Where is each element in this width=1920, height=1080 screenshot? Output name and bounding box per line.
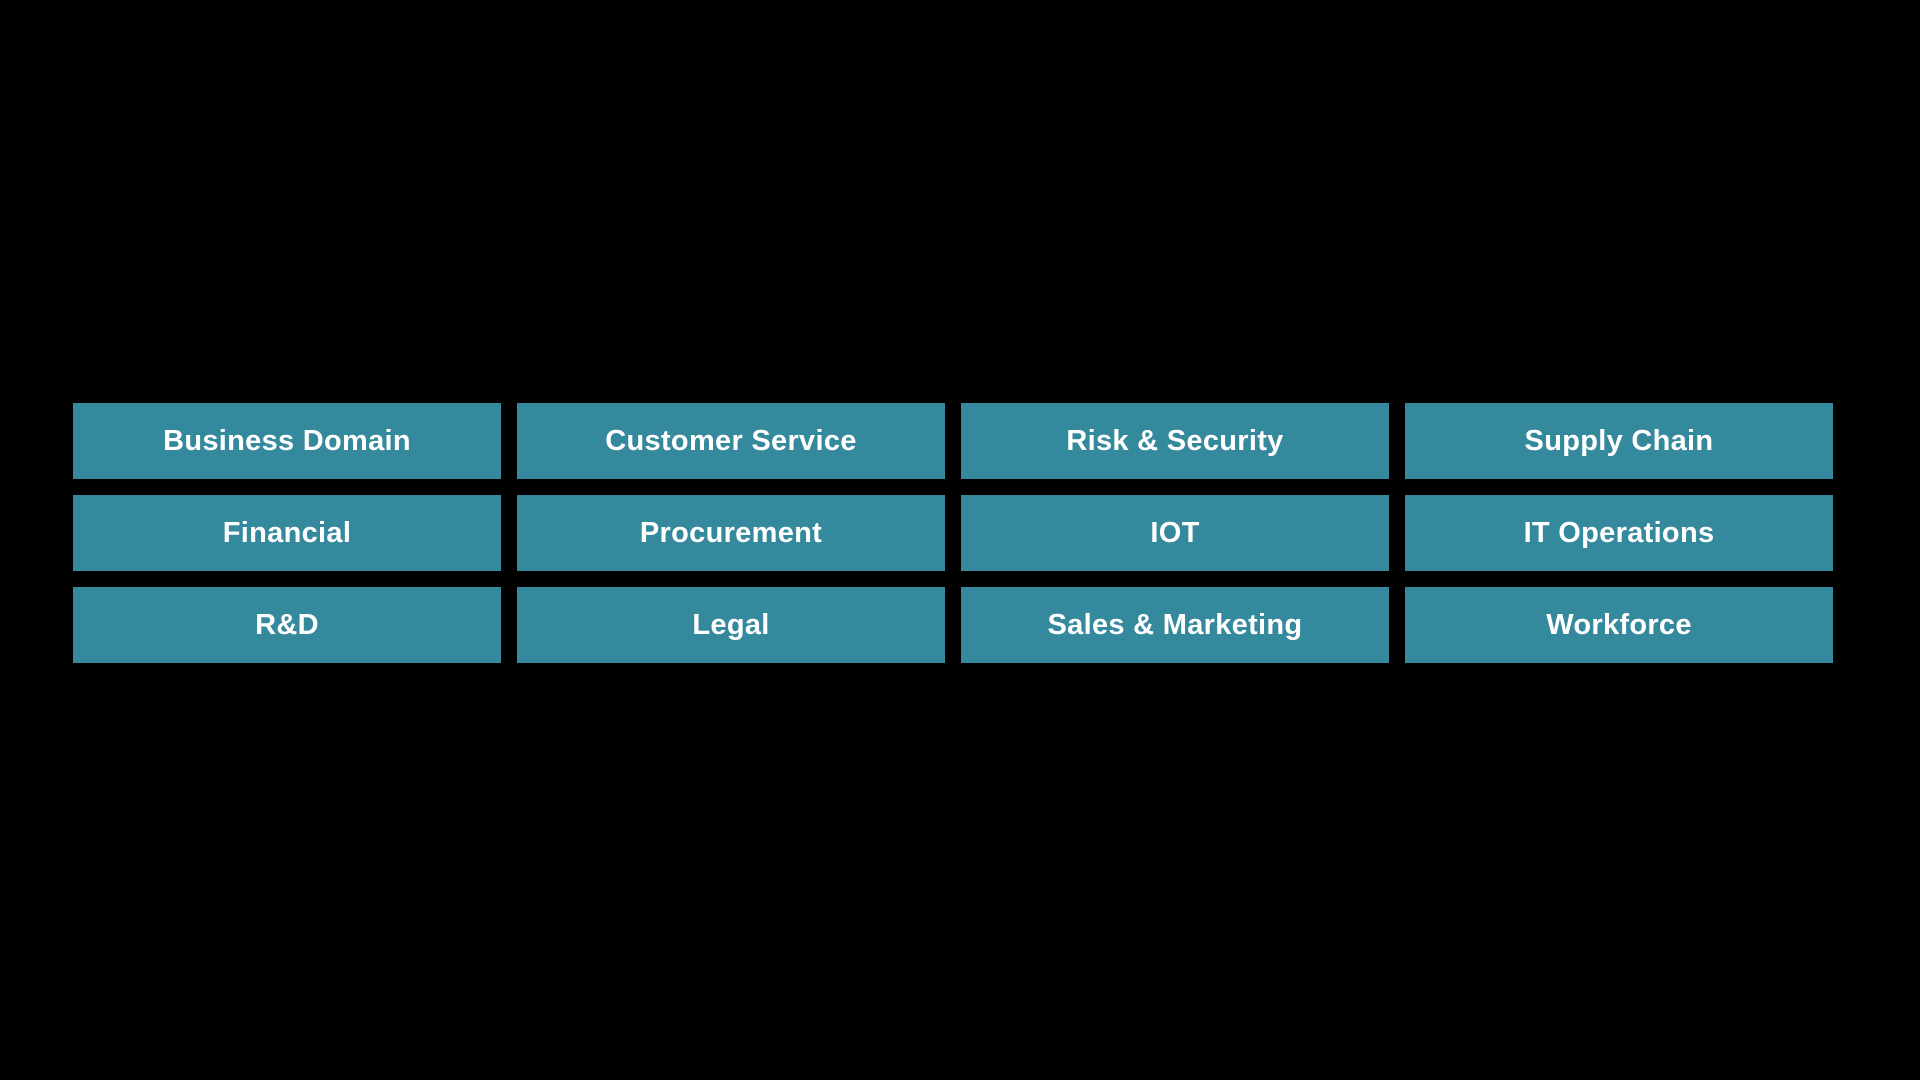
button-label: Legal <box>692 608 770 641</box>
button-financial[interactable]: Financial <box>73 495 501 571</box>
button-supply-chain[interactable]: Supply Chain <box>1405 403 1833 479</box>
button-sales-marketing[interactable]: Sales & Marketing <box>961 587 1389 663</box>
button-label: Risk & Security <box>1066 424 1284 457</box>
button-procurement[interactable]: Procurement <box>517 495 945 571</box>
button-iot[interactable]: IOT <box>961 495 1389 571</box>
button-legal[interactable]: Legal <box>517 587 945 663</box>
button-label: Sales & Marketing <box>1047 608 1303 641</box>
button-label: Supply Chain <box>1524 424 1714 457</box>
button-label: IOT <box>1150 516 1200 549</box>
button-rd[interactable]: R&D <box>73 587 501 663</box>
button-label: Business Domain <box>163 424 411 457</box>
button-label: R&D <box>255 608 319 641</box>
button-customer-service[interactable]: Customer Service <box>517 403 945 479</box>
button-workforce[interactable]: Workforce <box>1405 587 1833 663</box>
button-label: Customer Service <box>605 424 857 457</box>
button-label: IT Operations <box>1523 516 1715 549</box>
button-label: Procurement <box>639 516 823 549</box>
button-risk-security[interactable]: Risk & Security <box>961 403 1389 479</box>
category-button-grid: Business Domain Customer Service Risk & … <box>73 403 1833 663</box>
button-label: Financial <box>222 516 352 549</box>
button-it-operations[interactable]: IT Operations <box>1405 495 1833 571</box>
button-label: Workforce <box>1546 608 1692 641</box>
button-business-domain[interactable]: Business Domain <box>73 403 501 479</box>
